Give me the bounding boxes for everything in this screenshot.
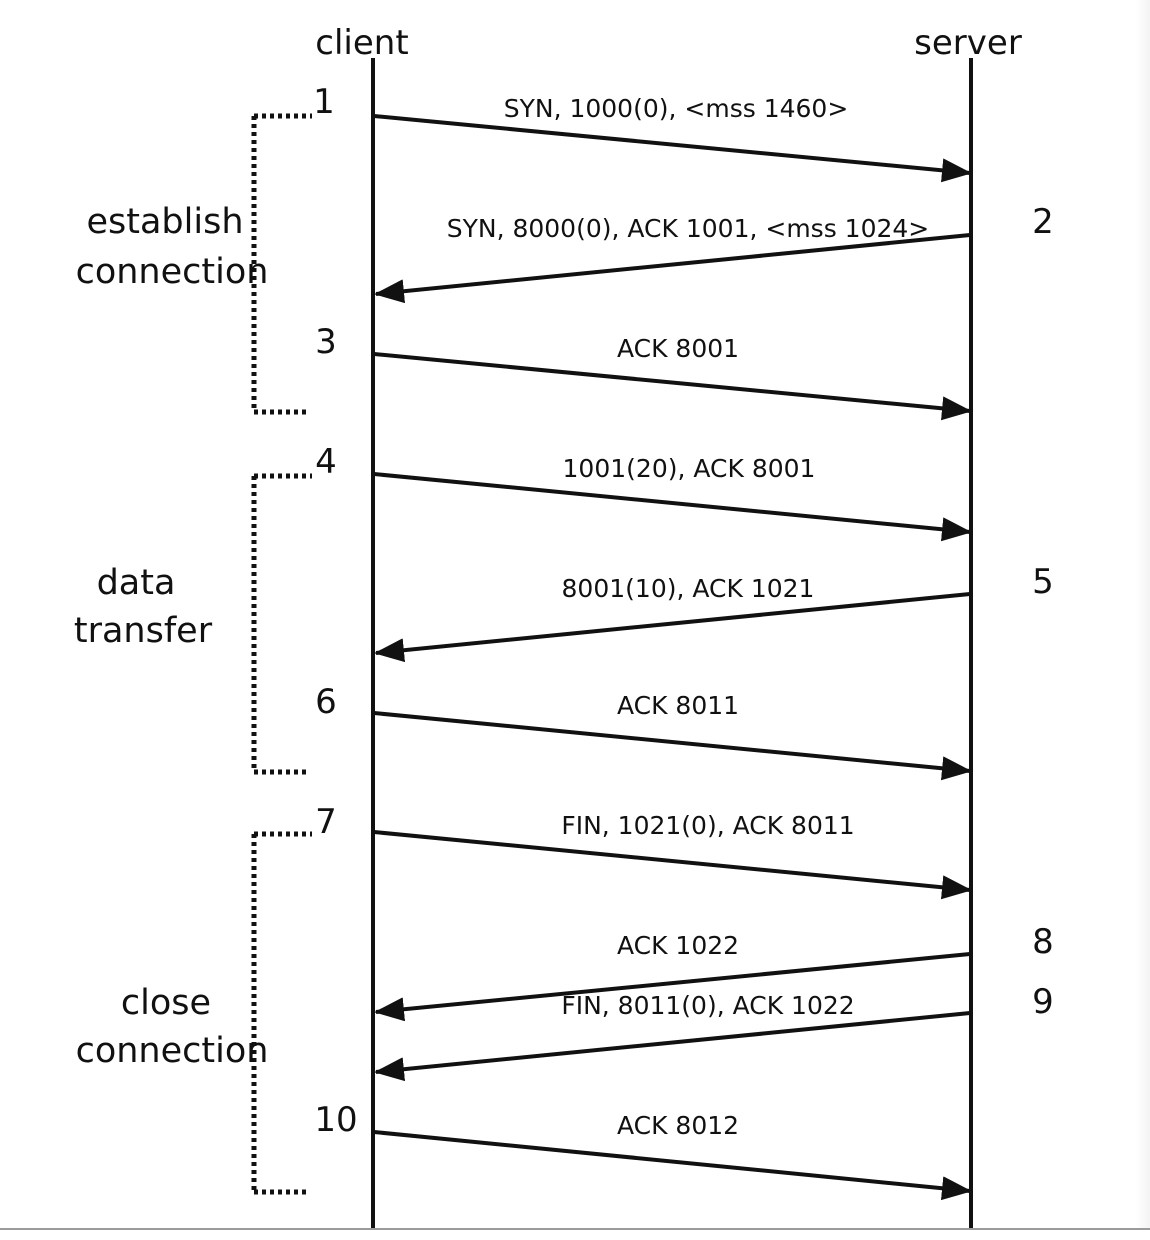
message-9: FIN, 8011(0), ACK 1022 9 [374,982,1054,1082]
phase-label-data-line2: transfer [74,611,213,651]
message-10: ACK 8012 10 [314,1100,972,1201]
message-8-label: ACK 1022 [617,931,739,960]
phase-bracket-data [251,473,312,775]
bottom-border [0,1228,1150,1230]
message-8-step-number: 8 [1032,922,1054,962]
message-2: SYN, 8000(0), ACK 1001, <mss 1024> 2 [374,202,1054,304]
message-4-label: 1001(20), ACK 8001 [563,454,816,483]
message-4: 1001(20), ACK 8001 4 [315,442,972,542]
message-1-arrow [373,114,972,183]
client-lane-title: client [315,23,408,63]
message-5-step-number: 5 [1032,562,1054,602]
message-3: ACK 8001 3 [315,322,972,421]
message-4-step-number: 4 [315,442,337,482]
message-6-step-number: 6 [315,682,337,722]
message-7: FIN, 1021(0), ACK 8011 7 [315,802,972,900]
message-2-label: SYN, 8000(0), ACK 1001, <mss 1024> [447,214,930,243]
message-6-arrow [373,711,972,781]
message-5-arrow [374,592,971,663]
right-edge-shade [1136,0,1150,1228]
message-1-step-number: 1 [313,82,335,122]
message-9-arrow [374,1011,971,1082]
message-8-arrow [374,952,971,1022]
message-8: ACK 1022 8 [374,922,1054,1022]
message-1: SYN, 1000(0), <mss 1460> 1 [313,82,972,183]
message-6-label: ACK 8011 [617,691,739,720]
phase-label-establish-line1: establish [86,202,243,242]
message-7-label: FIN, 1021(0), ACK 8011 [561,811,854,840]
message-1-label: SYN, 1000(0), <mss 1460> [504,94,849,123]
phase-bracket-close [251,831,312,1195]
phase-label-close-line1: close [121,983,211,1023]
message-3-arrow [373,352,972,421]
message-3-label: ACK 8001 [617,334,739,363]
message-5: 8001(10), ACK 1021 5 [374,562,1054,663]
message-7-step-number: 7 [315,802,337,842]
message-10-step-number: 10 [314,1100,357,1140]
phase-label-data-line1: data [97,563,176,603]
message-7-arrow [373,830,972,900]
message-4-arrow [373,472,972,542]
server-lane-title: server [914,23,1022,63]
phase-label-close-line2: connection [76,1031,269,1071]
message-2-step-number: 2 [1032,202,1054,242]
phase-label-establish-line2: connection [76,252,269,292]
phase-bracket-establish [251,113,312,415]
message-5-label: 8001(10), ACK 1021 [562,574,815,603]
message-10-arrow [373,1130,972,1201]
message-9-step-number: 9 [1032,982,1054,1022]
message-2-arrow [374,233,971,304]
message-6: ACK 8011 6 [315,682,972,781]
message-10-label: ACK 8012 [617,1111,739,1140]
message-9-label: FIN, 8011(0), ACK 1022 [561,991,854,1020]
message-3-step-number: 3 [315,322,337,362]
